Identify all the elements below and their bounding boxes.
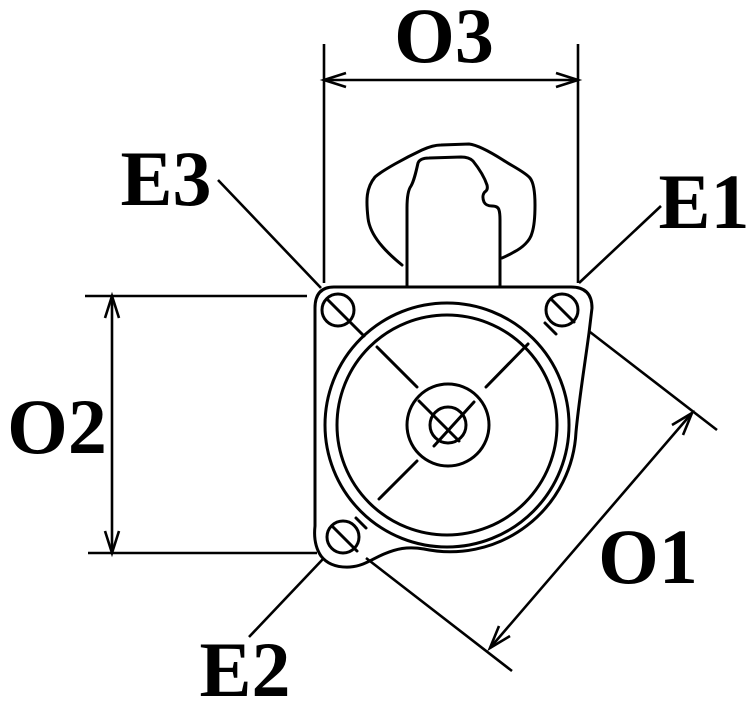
- centerline-upper-left: [375, 345, 419, 389]
- e3-leader-line: [217, 179, 322, 289]
- o2-arrowhead-top: [103, 291, 121, 319]
- motor-body-outer-circle: [323, 301, 571, 549]
- motor-nose-outer-outline: [365, 142, 537, 267]
- leader-e1-group: E1: [578, 158, 750, 284]
- o3-arrowhead-right: [555, 71, 583, 89]
- leader-label-e2: E2: [199, 626, 290, 707]
- o1-extension-line-lower-left: [365, 556, 513, 673]
- bolt-hole-top-right-slash: [549, 297, 576, 324]
- dimension-o2-group: O2: [7, 291, 317, 558]
- bolt-hole-bottom-left-slash: [330, 524, 359, 553]
- bolt-hole-bottom-left: [325, 519, 361, 555]
- leader-e3-group: E3: [120, 135, 322, 289]
- motor-body-inner-circle: [335, 313, 559, 537]
- bolt-hole-top-right: [544, 292, 580, 328]
- leader-label-e3: E3: [120, 135, 211, 222]
- o1-dimension-line: [489, 412, 693, 649]
- centerline-lower-left: [377, 459, 419, 501]
- leader-label-e1: E1: [658, 158, 749, 245]
- bolt-hole-bottom-left-tick: [354, 516, 368, 530]
- shaft-center-circle: [428, 405, 468, 445]
- o1-arrowhead-upper: [671, 409, 695, 436]
- motor-nose-inner-outline: [405, 155, 502, 289]
- part-outline-group: [313, 142, 594, 569]
- o3-arrowhead-left: [319, 71, 347, 89]
- dimension-label-o2: O2: [7, 383, 107, 470]
- bolt-hole-top-left: [320, 292, 356, 328]
- o1-arrowhead-lower: [487, 625, 511, 652]
- centerline-upper-right: [484, 342, 530, 389]
- dimension-o3-group: O3: [319, 0, 583, 283]
- o1-extension-line-upper-right: [589, 330, 718, 432]
- leader-e2-group: E2: [199, 558, 324, 707]
- e2-leader-line: [248, 558, 324, 638]
- dimension-label-o3: O3: [394, 0, 494, 79]
- dimension-label-o1: O1: [598, 513, 698, 600]
- bolt-hole-top-right-tick: [543, 321, 558, 336]
- bolt-hole-top-left-slash: [325, 297, 366, 338]
- flange-outline: [313, 285, 594, 569]
- shaft-cross-line-slash: [432, 400, 476, 448]
- shaft-boss-circle: [405, 382, 491, 468]
- shaft-cross-line-backslash: [417, 399, 461, 443]
- o2-arrowhead-bottom: [103, 530, 121, 558]
- e1-leader-line: [578, 205, 662, 284]
- dimension-o1-group: O1: [365, 330, 718, 673]
